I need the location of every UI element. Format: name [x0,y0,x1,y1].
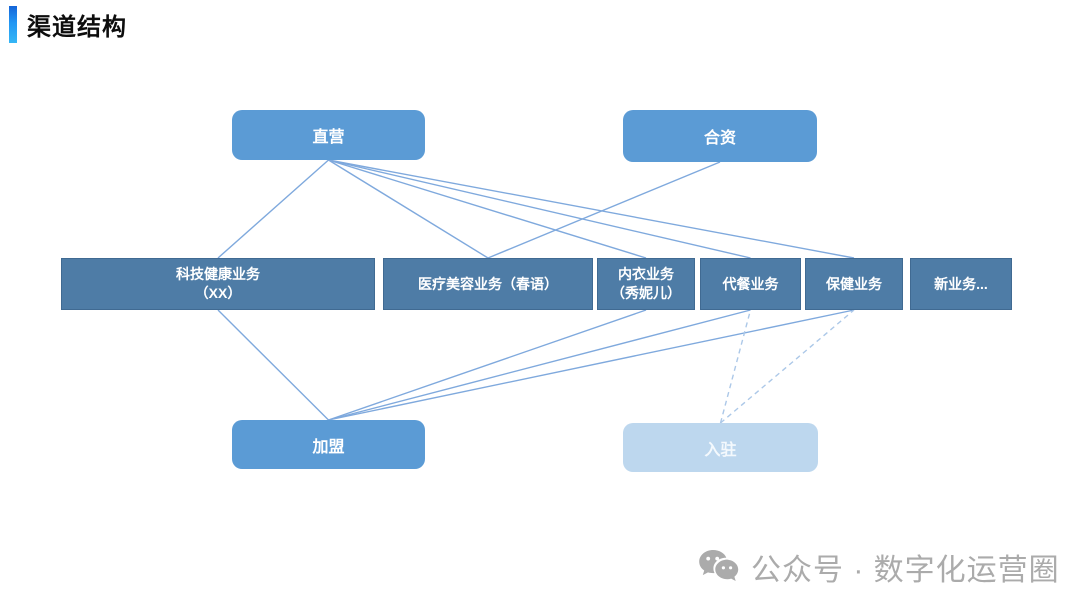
node-label: 合资 [703,130,736,147]
watermark-text: 公众号 · 数字化运营圈 [751,554,1060,587]
edge-direct-sales-to-biz-medical-beauty [328,159,489,259]
title-accent-bar [9,6,17,43]
edge-direct-sales-to-biz-meal-replacement [328,159,751,259]
node-biz-meal-replacement: 代餐业务 [700,258,801,310]
node-biz-tech-health: 科技健康业务 （XX） [61,258,375,310]
wechat-icon [699,550,739,581]
edge-direct-sales-to-biz-underwear [328,159,647,259]
node-direct-sales: 直营 [232,110,425,160]
node-franchise: 加盟 [232,420,425,469]
edge-marketplace-entry-to-biz-meal-replacement [719,309,752,424]
node-label: 代餐业务 [722,275,779,292]
node-marketplace-entry: 入驻 [623,423,818,472]
node-label: 医疗美容业务（春语） [418,275,558,292]
page-title: 渠道结构 [27,14,127,41]
edge-joint-venture-to-biz-medical-beauty [487,161,721,259]
edge-direct-sales-to-biz-tech-health [217,159,329,259]
node-label: 加盟 [312,438,345,456]
node-label: 直营 [312,129,345,146]
node-label: 科技健康业务 （XX） [176,266,260,301]
node-label: 保健业务 [826,275,882,292]
node-label: 入驻 [704,441,737,459]
node-label: 内衣业务 （秀妮儿） [611,266,681,301]
edge-franchise-to-biz-tech-health [217,309,329,421]
edge-direct-sales-to-biz-health-care [328,159,855,259]
edge-franchise-to-biz-meal-replacement [328,309,751,421]
node-biz-underwear: 内衣业务 （秀妮儿） [597,258,695,310]
watermark: 公众号 · 数字化运营圈 [697,545,1060,589]
node-joint-venture: 合资 [623,110,817,162]
edge-franchise-to-biz-underwear [328,309,647,421]
node-biz-new: 新业务... [910,258,1012,310]
node-biz-health-care: 保健业务 [805,258,903,310]
edge-marketplace-entry-to-biz-health-care [720,309,855,424]
node-biz-medical-beauty: 医疗美容业务（春语） [383,258,593,310]
edge-franchise-to-biz-health-care [328,309,855,421]
node-label: 新业务... [934,275,988,292]
